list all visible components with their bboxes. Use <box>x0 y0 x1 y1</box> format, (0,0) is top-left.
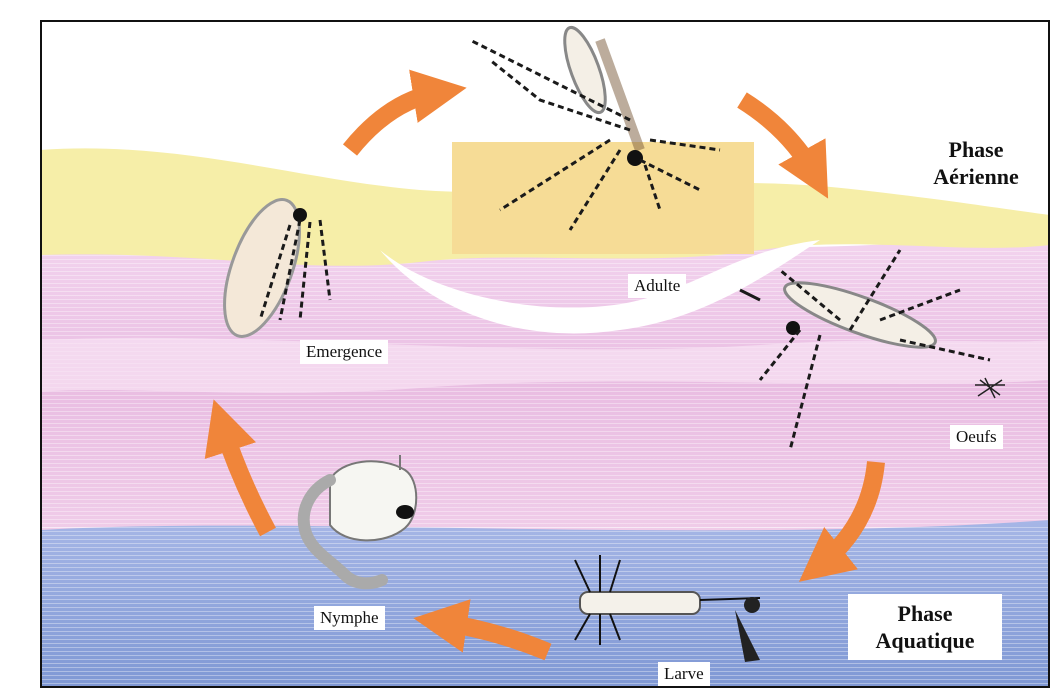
label-emergence: Emergence <box>300 340 388 364</box>
aerial-phase-line2: Aérienne <box>920 163 1032 190</box>
aerial-phase-box: Phase Aérienne <box>910 130 1042 196</box>
aquatic-phase-line1: Phase <box>858 600 992 627</box>
aquatic-phase-box: Phase Aquatique <box>848 594 1002 660</box>
adult-background-box <box>452 142 754 254</box>
label-eggs: Oeufs <box>950 425 1003 449</box>
aquatic-phase-line2: Aquatique <box>858 627 992 654</box>
label-larva: Larve <box>658 662 710 686</box>
label-pupa: Nymphe <box>314 606 385 630</box>
label-adult: Adulte <box>628 274 686 298</box>
aerial-phase-line1: Phase <box>920 136 1032 163</box>
